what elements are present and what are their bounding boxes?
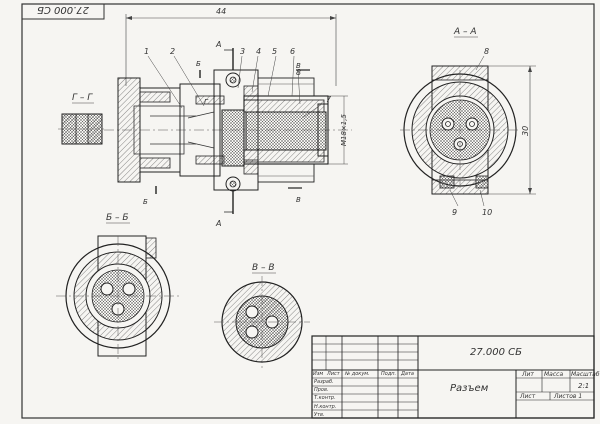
title-block (311, 335, 595, 419)
role-razrab: Разраб. (314, 379, 334, 385)
dim-height: 30 (521, 126, 530, 136)
title-v-v: В – В (252, 263, 275, 273)
view-b-b: Б – Б (56, 213, 180, 360)
callout-10: 10 (482, 208, 492, 217)
sheet-label: Лист (519, 393, 536, 400)
sheets-label: Листов 1 (553, 393, 582, 400)
label-b-bottom: Б (143, 198, 148, 206)
title-block-text: 27.000 СБ Разъем Лит Масса Масштаб 2:1 Л… (313, 347, 600, 418)
label-v-bottom: В (296, 196, 301, 204)
label-g: Г (204, 98, 209, 106)
role-tkontr: Т.контр. (314, 395, 336, 401)
callout-5: 5 (272, 47, 277, 56)
label-v-top: В (296, 62, 301, 70)
col-list: Лист (326, 371, 341, 377)
title-a-a: А – А (453, 27, 477, 37)
col-doc: № докум. (344, 371, 370, 377)
callout-9: 9 (452, 208, 457, 217)
lit-header: Лит (521, 371, 534, 378)
col-izm: Изм (313, 371, 323, 377)
label-a-top: А (215, 40, 221, 49)
col-sign: Подп. (381, 371, 396, 377)
callout-7: 7 (326, 95, 332, 104)
view-a-a: А – А 30 8 9 10 (400, 27, 536, 217)
callout-6: 6 (290, 47, 295, 56)
title-block-code: 27.000 СБ (470, 347, 522, 358)
scale-value: 2:1 (578, 382, 589, 390)
corner-code: 27.000 СБ (37, 4, 89, 15)
dim-total-length: 44 (216, 7, 226, 16)
role-prov: Пров. (314, 387, 329, 393)
role-nkontr: Н.контр. (314, 404, 336, 410)
dim-thread: М18×1,5 (340, 114, 348, 146)
label-b-top: Б (196, 60, 201, 68)
callout-8: 8 (296, 68, 301, 77)
col-date: Дата (400, 371, 414, 377)
corner-stamp: 27.000 СБ (21, 3, 105, 20)
callout-4: 4 (256, 47, 261, 56)
callout-3: 3 (240, 47, 245, 56)
role-utv: Утв. (314, 412, 325, 418)
scale-header: Масштаб (571, 371, 600, 378)
title-b-b: Б – Б (106, 213, 129, 223)
view-v-v: В – В (214, 263, 310, 368)
title-block-name: Разъем (450, 383, 489, 394)
main-section-view: 44 (104, 7, 352, 228)
view-g-g: Г – Г (58, 93, 106, 145)
callout-2: 2 (170, 47, 175, 56)
mass-header: Масса (544, 371, 563, 378)
callout-1: 1 (144, 47, 149, 56)
title-g-g: Г – Г (72, 93, 93, 103)
callout-8-aa: 8 (484, 47, 489, 56)
sheet-frame (21, 3, 595, 419)
label-a-bottom: А (215, 219, 221, 228)
callouts-main: 1 2 3 4 5 6 7 8 (144, 47, 332, 104)
